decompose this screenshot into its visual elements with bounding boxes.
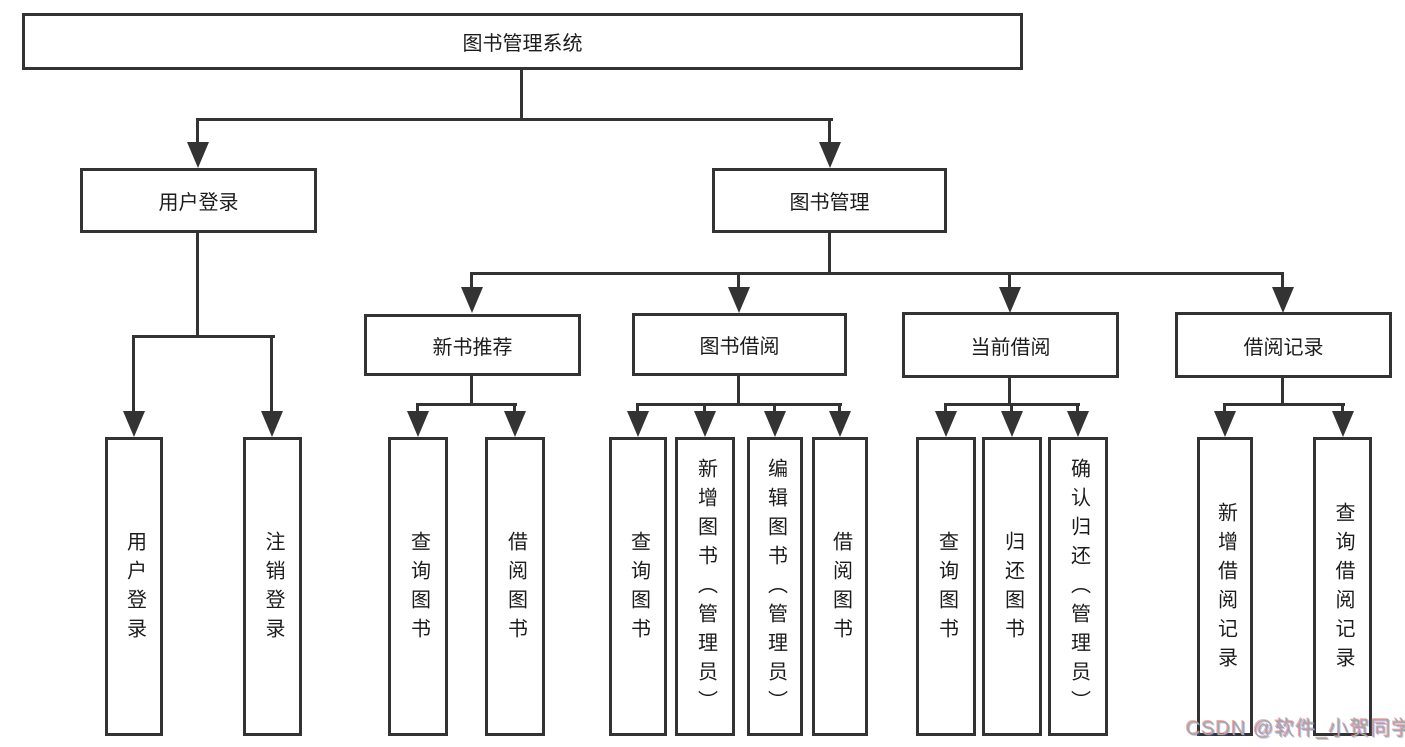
csdn-watermark: CSDN @软件_小贺同学 <box>1186 718 1405 740</box>
node-current-borrowing: 当前借阅 <box>902 312 1119 378</box>
arrowhead-leaf <box>1067 411 1089 437</box>
leaf-edit-books-admin: 编辑图书（管理员） <box>747 437 803 736</box>
edge-records-rail <box>1223 403 1345 406</box>
leaf-return-books: 归还图书 <box>982 437 1042 736</box>
edge-root-stem <box>520 70 523 120</box>
leaf-borrow-books-2: 借阅图书 <box>812 437 868 736</box>
arrowhead-to-cur-borrow <box>999 287 1021 313</box>
arrowhead-to-book-borrow <box>728 287 750 313</box>
leaf-query-books-1: 查询图书 <box>388 437 448 736</box>
arrowhead-leaf <box>764 411 786 437</box>
edge-user-login-stem <box>196 233 199 335</box>
edge-user-login-rail <box>132 335 275 338</box>
node-new-book-recommendation: 新书推荐 <box>364 314 581 376</box>
leaf-user-login: 用户登录 <box>105 437 163 736</box>
arrowhead-to-leaf-login <box>123 411 145 437</box>
edge-leaf-stem <box>1223 403 1226 415</box>
edge-new-book-rail <box>417 403 517 406</box>
edge-book-mgmt-rail <box>471 272 1284 275</box>
edge-to-cur-borrow-stem <box>1008 272 1011 290</box>
arrowhead-to-new-book <box>461 287 483 313</box>
arrowhead-leaf <box>935 411 957 437</box>
edge-to-book-mgmt-stem <box>828 118 831 144</box>
edge-to-leaf-logout-stem <box>270 335 273 415</box>
edge-leaf-stem <box>513 403 516 415</box>
edge-leaf-stem <box>636 403 639 415</box>
leaf-add-books-admin: 新增图书（管理员） <box>675 437 735 736</box>
node-root-system: 图书管理系统 <box>22 13 1023 70</box>
node-user-login: 用户登录 <box>80 168 317 233</box>
edge-new-book-stem <box>470 376 473 405</box>
leaf-query-books-3: 查询图书 <box>916 437 976 736</box>
edge-records-stem <box>1281 378 1284 405</box>
arrowhead-to-book-mgmt <box>819 142 841 168</box>
leaf-query-borrow-record: 查询借阅记录 <box>1313 437 1372 736</box>
edge-leaf-stem <box>1010 403 1013 415</box>
arrowhead-to-user-login <box>187 142 209 168</box>
arrowhead-leaf <box>627 411 649 437</box>
arrowhead-leaf <box>829 411 851 437</box>
edge-leaf-stem <box>1076 403 1079 415</box>
edge-to-new-book-stem <box>470 272 473 290</box>
edge-leaf-stem <box>944 403 947 415</box>
edge-leaf-stem <box>773 403 776 415</box>
edge-to-records-stem <box>1281 272 1284 290</box>
arrowhead-leaf <box>1214 411 1236 437</box>
edge-cur-borrow-stem <box>1008 378 1011 405</box>
arrowhead-leaf <box>694 411 716 437</box>
arrowhead-leaf <box>504 411 526 437</box>
edge-to-book-borrow-stem <box>737 272 740 290</box>
leaf-confirm-return-admin: 确认归还（管理员） <box>1048 437 1108 736</box>
arrowhead-leaf <box>407 411 429 437</box>
edge-to-leaf-login-stem <box>132 335 135 415</box>
leaf-add-borrow-record: 新增借阅记录 <box>1197 437 1253 736</box>
arrowhead-to-records <box>1272 287 1294 313</box>
edge-book-mgmt-stem <box>828 233 831 275</box>
leaf-query-books-2: 查询图书 <box>609 437 667 736</box>
edge-book-borrow-stem <box>737 376 740 405</box>
edge-leaf-stem <box>838 403 841 415</box>
arrowhead-leaf <box>1001 411 1023 437</box>
edge-book-borrow-rail <box>637 403 842 406</box>
node-book-borrowing: 图书借阅 <box>632 313 847 376</box>
node-book-management: 图书管理 <box>712 168 947 233</box>
edge-leaf-stem <box>1341 403 1344 415</box>
edge-leaf-stem <box>703 403 706 415</box>
arrowhead-to-leaf-logout <box>261 411 283 437</box>
leaf-logout: 注销登录 <box>243 437 302 736</box>
edge-to-user-login-stem <box>196 118 199 144</box>
node-borrowing-records: 借阅记录 <box>1175 312 1392 378</box>
edge-root-rail <box>197 118 833 121</box>
leaf-borrow-books-1: 借阅图书 <box>485 437 545 736</box>
edge-leaf-stem <box>416 403 419 415</box>
arrowhead-leaf <box>1332 411 1354 437</box>
